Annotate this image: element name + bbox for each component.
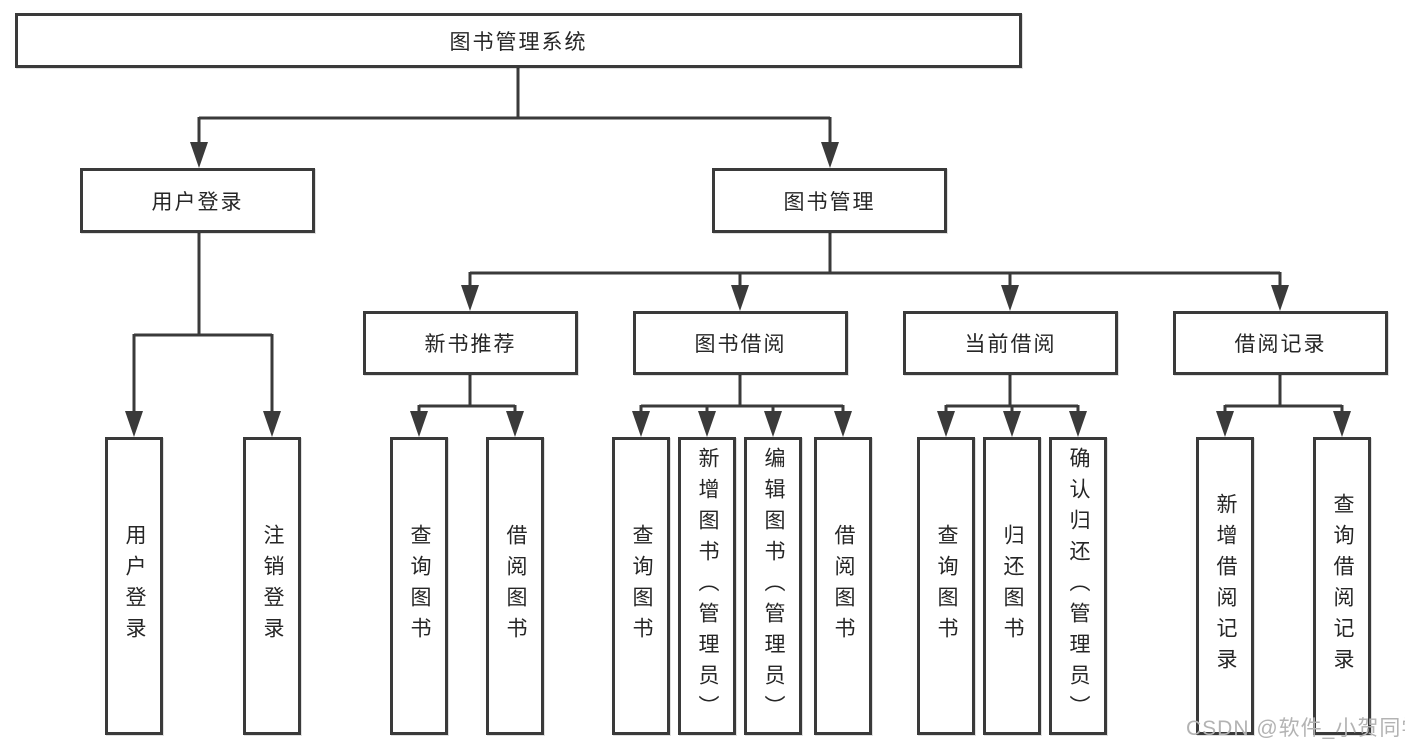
node-root-label: 图书管理系统	[449, 30, 588, 54]
node-book-borrow: 图书借阅	[633, 311, 848, 375]
leaf-add-books-admin-label: 新增图书（管理员）	[696, 446, 719, 726]
node-new-book-recommend: 新书推荐	[363, 311, 578, 375]
node-book-management: 图书管理	[712, 168, 947, 233]
leaf-add-borrow-record: 新增借阅记录	[1196, 437, 1254, 735]
node-book-borrow-label: 图书借阅	[694, 333, 787, 356]
leaf-add-books-admin: 新增图书（管理员）	[678, 437, 736, 735]
leaf-borrow-query-books: 查询图书	[612, 437, 670, 735]
node-borrow-records-label: 借阅记录	[1234, 333, 1327, 356]
leaf-current-query-books-label: 查询图书	[935, 524, 958, 648]
node-root: 图书管理系统	[15, 13, 1022, 68]
leaf-confirm-return-admin-label: 确认归还（管理员）	[1067, 446, 1090, 726]
leaf-return-books-label: 归还图书	[1001, 524, 1024, 648]
leaf-user-login-label: 用户登录	[123, 524, 146, 648]
node-new-book-recommend-label: 新书推荐	[424, 333, 517, 356]
leaf-query-borrow-record-label: 查询借阅记录	[1331, 493, 1354, 679]
leaf-add-borrow-record-label: 新增借阅记录	[1214, 493, 1237, 679]
leaf-return-books: 归还图书	[983, 437, 1041, 735]
node-borrow-records: 借阅记录	[1173, 311, 1388, 375]
leaf-recommend-query-books: 查询图书	[390, 437, 448, 735]
leaf-logout: 注销登录	[243, 437, 301, 735]
node-user-login-label: 用户登录	[151, 190, 244, 214]
leaf-recommend-borrow-books: 借阅图书	[486, 437, 544, 735]
arrowheads	[125, 142, 1351, 437]
leaf-logout-label: 注销登录	[261, 524, 284, 648]
csdn-watermark: CSDN @软件_小贺同学	[1186, 717, 1405, 740]
leaf-recommend-borrow-books-label: 借阅图书	[504, 524, 527, 648]
node-current-borrow: 当前借阅	[903, 311, 1118, 375]
node-current-borrow-label: 当前借阅	[964, 333, 1057, 356]
leaf-query-borrow-record: 查询借阅记录	[1313, 437, 1371, 735]
leaf-edit-books-admin-label: 编辑图书（管理员）	[762, 446, 785, 726]
node-user-login: 用户登录	[80, 168, 315, 233]
leaf-borrow-query-books-label: 查询图书	[630, 524, 653, 648]
node-book-management-label: 图书管理	[783, 190, 876, 214]
leaf-user-login: 用户登录	[105, 437, 163, 735]
leaf-recommend-query-books-label: 查询图书	[408, 524, 431, 648]
leaf-edit-books-admin: 编辑图书（管理员）	[744, 437, 802, 735]
leaf-borrow-books-label: 借阅图书	[832, 524, 855, 648]
leaf-confirm-return-admin: 确认归还（管理员）	[1049, 437, 1107, 735]
leaf-current-query-books: 查询图书	[917, 437, 975, 735]
leaf-borrow-books: 借阅图书	[814, 437, 872, 735]
